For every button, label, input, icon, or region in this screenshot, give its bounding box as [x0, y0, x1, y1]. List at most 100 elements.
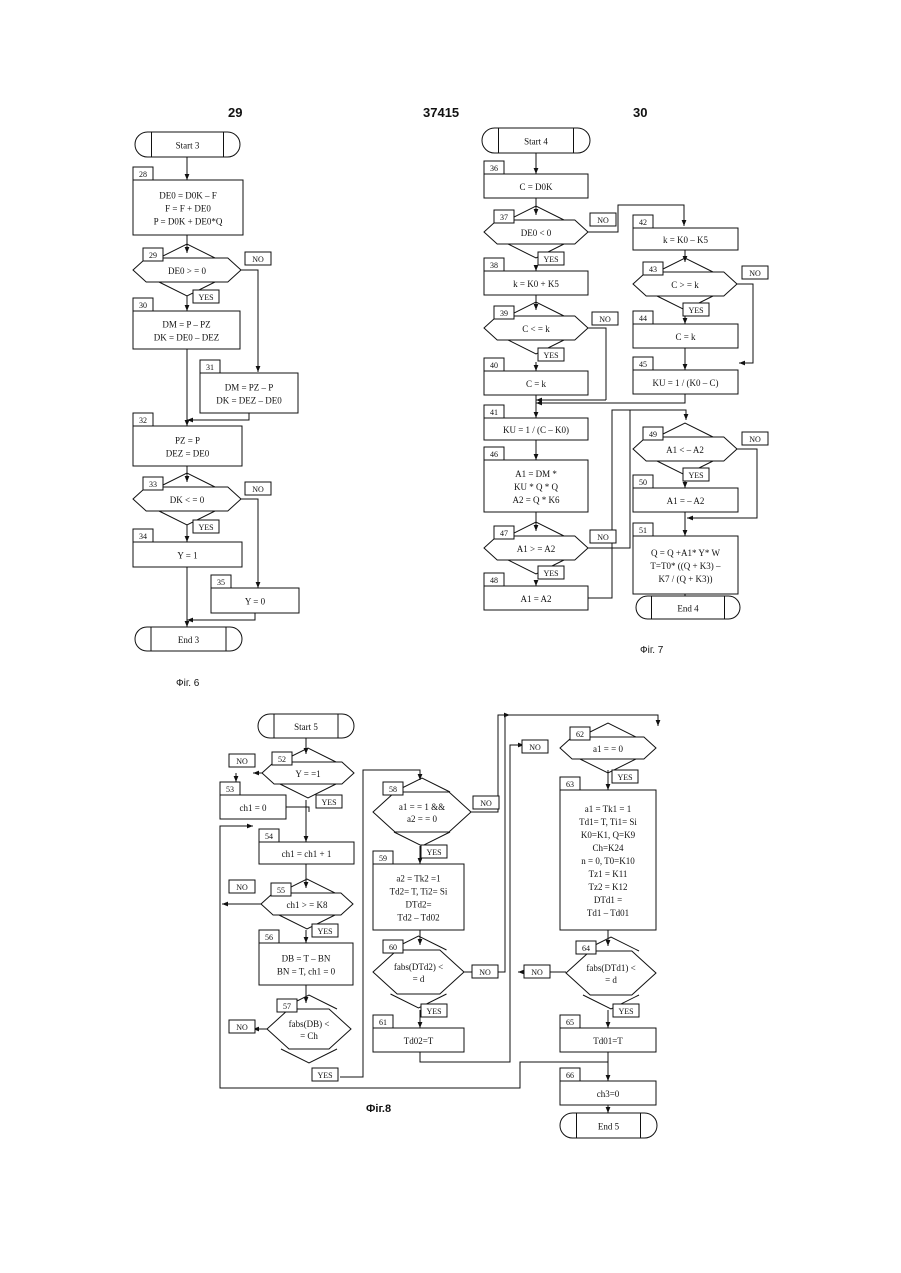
fig7-b43-no-label: NO — [749, 269, 761, 278]
fig7-b39-yes-label: YES — [543, 351, 558, 360]
fig7-b37-yes-label: YES — [543, 255, 558, 264]
connector — [588, 410, 630, 548]
fig8-b62-yes-label: YES — [617, 773, 632, 782]
connector — [187, 613, 255, 620]
fig8-b63-text-line: DTd1 = — [594, 895, 622, 905]
fig7-b37-text: DE0 < 0 — [521, 228, 552, 238]
fig8-b61-text: Td02=T — [404, 1036, 434, 1046]
fig7-b51-text-line: Q = Q +A1* Y* W — [651, 548, 720, 558]
fig8-b59-text-line: a2 = Tk2 =1 — [396, 874, 440, 884]
fig7.b42-number: 42 — [639, 218, 647, 227]
fig7-b39-text: C < = k — [522, 324, 550, 334]
fig8-b56-text-line: DB = T – BN — [282, 954, 331, 964]
fig8-b57-bottom-tip — [281, 1049, 337, 1063]
fig8-b57-decision-shape — [267, 1009, 351, 1049]
fig6-b28-text-line: P = D0K + DE0*Q — [154, 217, 223, 227]
fig8-b58-decision-shape — [373, 792, 471, 832]
fig8.b55-number: 55 — [277, 886, 285, 895]
fig8-b63-text-line: n = 0, T0=K10 — [581, 856, 635, 866]
fig8-b64-text-line: fabs(DTd1) < — [586, 963, 635, 973]
fig7-b47-no-label: NO — [597, 533, 609, 542]
connector — [187, 413, 249, 420]
fig8-b62-text: a1 = = 0 — [593, 744, 623, 754]
fig6-b35-text: Y = 0 — [245, 597, 266, 607]
fig8-b58-text-line: a1 = = 1 && — [399, 802, 445, 812]
connector — [588, 328, 606, 400]
fig7.b49-number: 49 — [649, 430, 657, 439]
fig8-b63-text-line: Td1 – Td01 — [587, 908, 629, 918]
fig8-b63-text-line: K0=K1, Q=K9 — [581, 830, 636, 840]
fig8-b63-text-line: Td1= T, Ti1= Si — [579, 817, 637, 827]
fig8-b52-yes-label: YES — [321, 798, 336, 807]
fig6-b31-process-box — [200, 373, 298, 413]
fig8-b55-yes-label: YES — [317, 927, 332, 936]
fig8-b57-no-label: NO — [236, 1023, 248, 1032]
fig8-b60-text-line: = d — [413, 974, 425, 984]
fig8-b59-text-line: DTd2= — [405, 900, 431, 910]
fig6-b29-yes-label: YES — [198, 293, 213, 302]
fig8-b59-text-line: Td2= T, Ti2= Si — [390, 887, 448, 897]
fig7.b36-number: 36 — [490, 164, 498, 173]
fig8-b57-text-line: fabs(DB) < — [289, 1019, 330, 1029]
fig8.b66-number: 66 — [566, 1071, 574, 1080]
fig6-b32-text-line: DEZ = DE0 — [166, 449, 210, 459]
fig7.b43-number: 43 — [649, 265, 657, 274]
fig8-b60-decision-shape — [373, 950, 464, 994]
fig6-b33-text: DK < = 0 — [170, 495, 205, 505]
fig6-b30-process-box — [133, 311, 240, 349]
fig6-b29-no-label: NO — [252, 255, 264, 264]
fig7-end-terminal-label: End 4 — [677, 604, 699, 614]
fig8-b64-yes-label: YES — [618, 1007, 633, 1016]
fig7.b47-number: 47 — [500, 529, 508, 538]
fig8-b60-text-line: fabs(DTd2) < — [394, 962, 443, 972]
fig8.b63-number: 63 — [566, 780, 574, 789]
fig7-b50-text: A1 = – A2 — [667, 496, 705, 506]
fig8-b58-no-label: NO — [480, 799, 492, 808]
fig7-b42-text: k = K0 – K5 — [663, 235, 709, 245]
fig8-b53-text: ch1 = 0 — [239, 803, 267, 813]
fig7-b36-text: C = D0K — [519, 182, 553, 192]
fig8-b60-yes-label: YES — [426, 1007, 441, 1016]
fig8-b56-process-box — [259, 943, 353, 985]
fig6-b30-text-line: DM = P – PZ — [162, 320, 210, 330]
fig8-b58-bottom-tip — [394, 832, 450, 846]
fig7.b38-number: 38 — [490, 261, 498, 270]
fig8-b57-yes-label: YES — [317, 1071, 332, 1080]
fig8-b54-text: ch1 = ch1 + 1 — [282, 849, 332, 859]
fig7.b41-number: 41 — [490, 408, 498, 417]
fig8.b54-number: 54 — [265, 832, 273, 841]
fig8-b55-text: ch1 > = K8 — [287, 900, 328, 910]
fig6-b34-text: Y = 1 — [177, 551, 197, 561]
fig7-b51-text-line: T=T0* ((Q + K3) – — [650, 561, 721, 571]
fig8-b63-text-line: a1 = Tk1 = 1 — [585, 804, 631, 814]
fig6-b33-yes-label: YES — [198, 523, 213, 532]
fig8-b57-text-line: = Ch — [300, 1031, 318, 1041]
fig7-b43-yes-label: YES — [688, 306, 703, 315]
fig8-b65-text: Td01=T — [593, 1036, 623, 1046]
fig7.b40-number: 40 — [490, 361, 498, 370]
fig8-b63-text-line: Ch=K24 — [592, 843, 624, 853]
fig8-b58-yes-label: YES — [426, 848, 441, 857]
fig8-b59-text-line: Td2 – Td02 — [397, 913, 439, 923]
fig7-b45-text: KU = 1 / (K0 – C) — [652, 378, 718, 388]
fig8-b63-text-line: Tz2 = K12 — [588, 882, 627, 892]
fig8.b61-number: 61 — [379, 1018, 387, 1027]
fig6-b28-text-line: F = F + DE0 — [165, 204, 211, 214]
fig8-b60-no-label: NO — [479, 968, 491, 977]
fig7.b45-number: 45 — [639, 360, 647, 369]
fig6-b33-no-label: NO — [252, 485, 264, 494]
connector — [241, 270, 258, 372]
fig6-b32-process-box — [133, 426, 242, 466]
fig8-b63-text-line: Tz1 = K11 — [589, 869, 628, 879]
fig6.b32-number: 32 — [139, 416, 147, 425]
fig6-b29-text: DE0 > = 0 — [168, 266, 206, 276]
fig8.b62-number: 62 — [576, 730, 584, 739]
fig7-b46-text-line: KU * Q * Q — [514, 482, 558, 492]
fig8.b60-number: 60 — [389, 943, 397, 952]
fig7-b51-text-line: K7 / (Q + K3)) — [658, 574, 712, 584]
fig7.b46-number: 46 — [490, 450, 498, 459]
connector — [737, 284, 753, 363]
fig7.b50-number: 50 — [639, 478, 647, 487]
fig8-start-terminal-label: Start 5 — [294, 722, 318, 732]
fig7-b39-no-label: NO — [599, 315, 611, 324]
